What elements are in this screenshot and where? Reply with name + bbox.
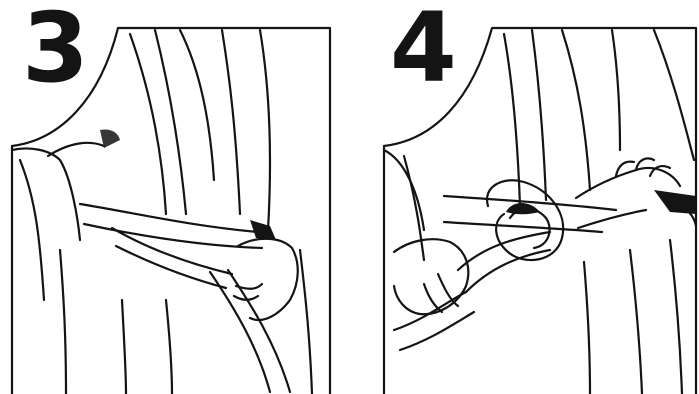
step-number-3: 3: [22, 0, 87, 96]
panel-step-3: 3: [0, 0, 345, 394]
step-number-4: 4: [390, 0, 455, 96]
panel-step-4: 4: [354, 0, 699, 394]
